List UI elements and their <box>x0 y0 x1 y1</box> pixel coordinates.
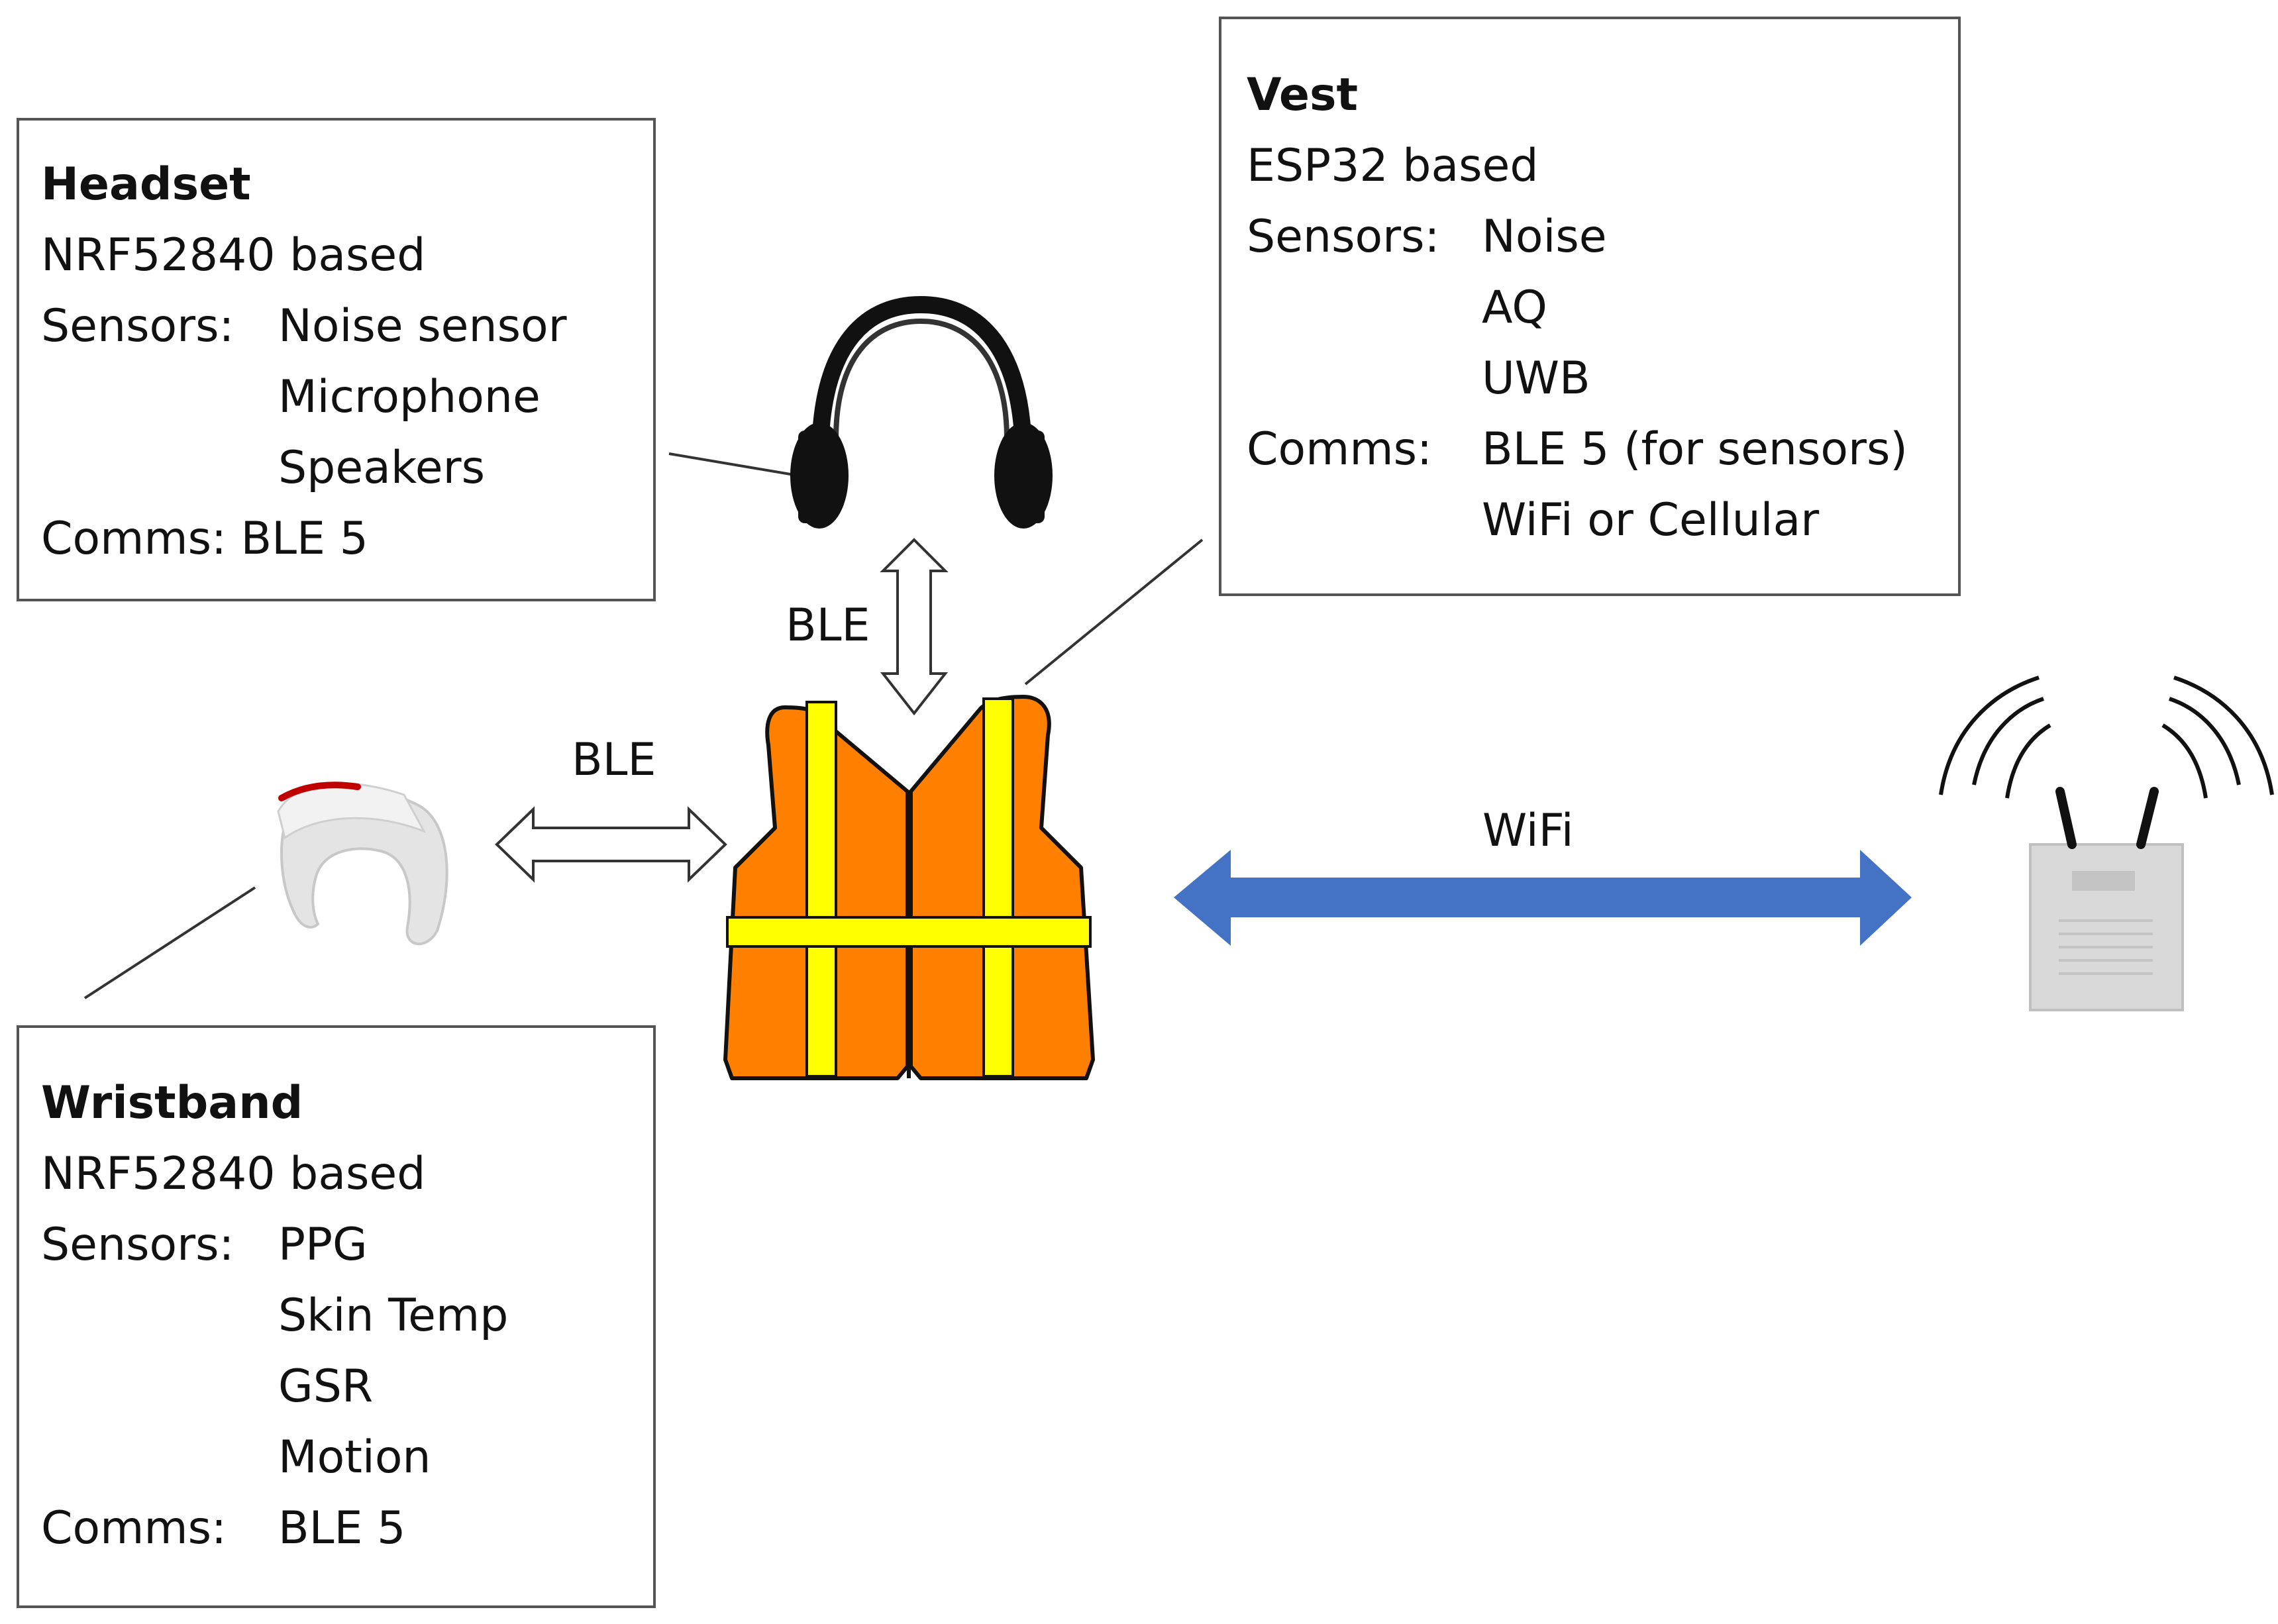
wifi-link-label: WiFi <box>1482 805 1574 857</box>
ble-wristband-vest-label: BLE <box>572 734 656 786</box>
wristband-chip: NRF52840 based <box>41 1148 426 1200</box>
vest-comms-item: WiFi or Cellular <box>1482 494 1820 546</box>
headphones-icon <box>790 295 1053 529</box>
wristband-sensor-item: Motion <box>278 1431 431 1484</box>
headset-leader-line <box>668 452 799 477</box>
vest-chip: ESP32 based <box>1247 140 1539 192</box>
wristband-text: Wristband NRF52840 based Sensors: PPG Sk… <box>41 1068 508 1564</box>
headset-sensors-label: Sensors: <box>41 300 234 352</box>
headset-text: Headset NRF52840 based Sensors: Noise se… <box>41 149 567 574</box>
vest-title: Vest <box>1247 69 1359 121</box>
wristband-sensors-label: Sensors: <box>41 1219 234 1271</box>
safety-vest-icon <box>723 695 1095 1080</box>
vest-leader-line <box>1024 538 1204 685</box>
wifi-arrow <box>1174 850 1912 946</box>
wristband-sensor-item: PPG <box>278 1219 368 1271</box>
wristband-leader-line <box>83 886 256 999</box>
headset-sensor-item: Speakers <box>278 442 486 494</box>
wireless-access-point-icon <box>1939 676 2274 1011</box>
vest-text: Vest ESP32 based Sensors: Noise AQ UWB C… <box>1247 60 1908 556</box>
vest-sensor-item: AQ <box>1482 281 1547 334</box>
vest-comms-label: Comms: <box>1247 423 1432 476</box>
wristband-title: Wristband <box>41 1077 303 1129</box>
headset-sensor-item: Microphone <box>278 371 541 423</box>
wristband-box <box>17 1025 656 1608</box>
wristband-sensor-item: GSR <box>278 1360 374 1413</box>
ble-headset-vest-label: BLE <box>786 599 870 652</box>
vest-comms-item: BLE 5 (for sensors) <box>1482 423 1908 476</box>
vest-sensor-item: Noise <box>1482 211 1607 263</box>
ble-horizontal-arrow <box>495 806 727 883</box>
headset-chip: NRF52840 based <box>41 229 426 281</box>
vest-sensors-label: Sensors: <box>1247 211 1440 263</box>
wristband-comms-value: BLE 5 <box>278 1502 406 1554</box>
vest-sensor-item: UWB <box>1482 352 1590 405</box>
headset-box <box>17 118 656 601</box>
headset-sensor-item: Noise sensor <box>278 300 567 352</box>
ble-vertical-arrow <box>880 538 949 716</box>
headset-title: Headset <box>41 158 251 211</box>
wristband-device-icon <box>277 782 448 945</box>
headset-comms: Comms: BLE 5 <box>41 513 368 565</box>
wristband-sensor-item: Skin Temp <box>278 1290 509 1342</box>
vest-box <box>1219 17 1961 596</box>
wristband-comms-label: Comms: <box>41 1502 227 1554</box>
